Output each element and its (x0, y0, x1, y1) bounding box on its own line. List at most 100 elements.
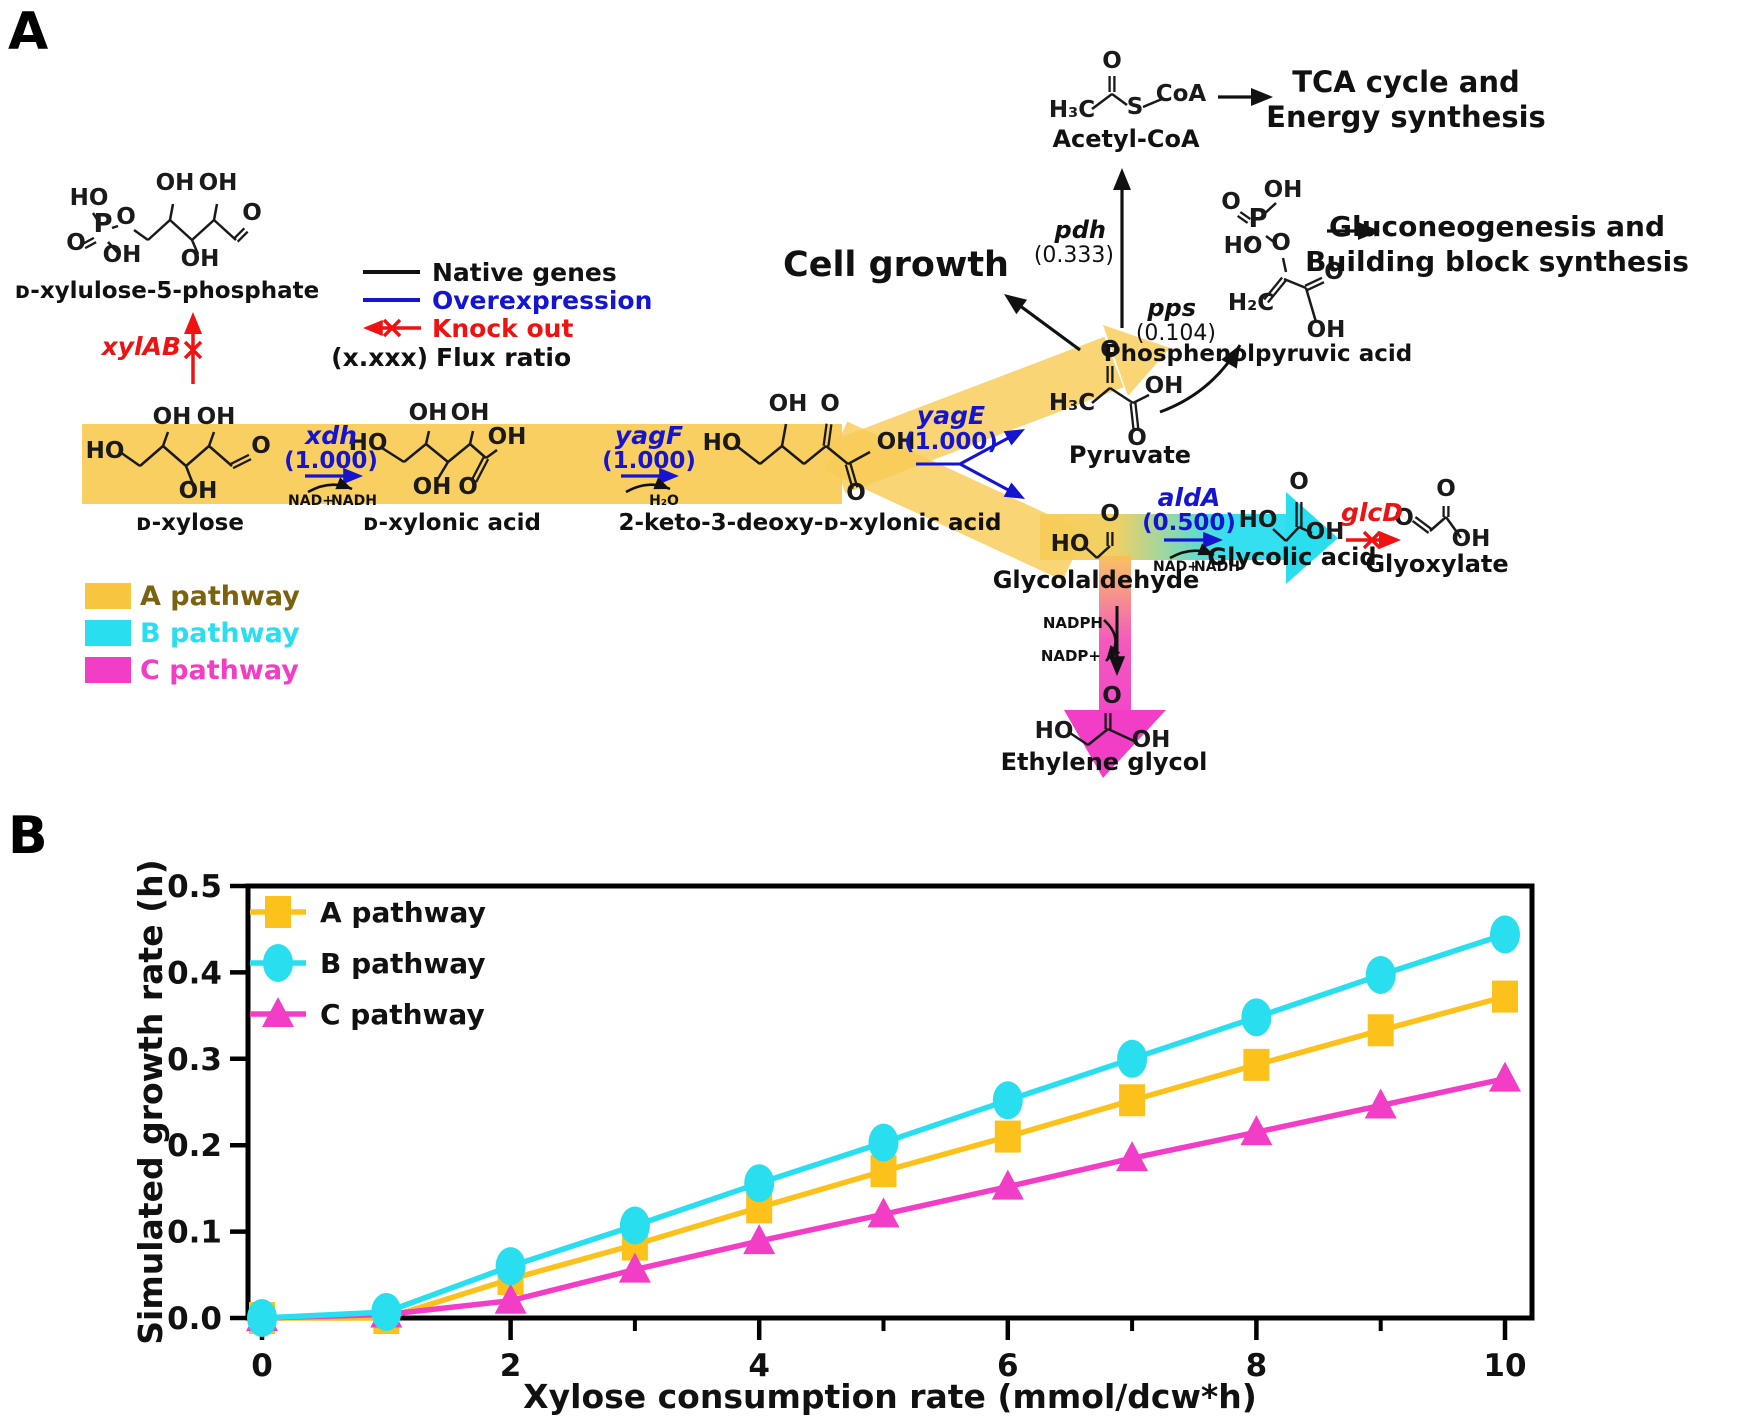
marker-triangle (1116, 1141, 1149, 1172)
chart-legend-item-a-pathway: A pathway (250, 896, 486, 929)
bond (1069, 731, 1089, 747)
legend-knockout-label: Knock out (432, 314, 573, 343)
bond (1265, 235, 1275, 243)
arrowhead (1251, 88, 1273, 106)
bond (849, 463, 859, 488)
knockout-x (1362, 530, 1382, 550)
bond (1281, 257, 1288, 273)
atom-label: OH (179, 478, 218, 504)
bond (1266, 279, 1287, 304)
nadph-reduction-arrow (1108, 606, 1126, 676)
atom-label: H₂C (1228, 290, 1274, 316)
bond (111, 224, 119, 230)
bond (233, 227, 246, 240)
b-pathway-swatch (85, 620, 131, 646)
shaft (1012, 299, 1081, 352)
flux-alda-label: (0.500) (1142, 510, 1236, 536)
alda-cofactor-arc (1169, 543, 1215, 560)
x-axis-title: Xylose consumption rate (mmol/dcw*h) (523, 1377, 1257, 1416)
atom-label: H₃C (1049, 97, 1095, 123)
marker-circle (1490, 915, 1520, 954)
marker-triangle (1489, 1061, 1521, 1092)
bond (803, 445, 827, 465)
atom-label: O (846, 480, 866, 506)
x-tick-label: 10 (1483, 1348, 1526, 1384)
bond (1429, 516, 1447, 532)
bond (82, 236, 95, 245)
x-tick-label: 4 (748, 1348, 770, 1384)
atom-label: HO (349, 430, 388, 456)
atom-label: OH (1306, 519, 1345, 545)
compound-label: Ethylene glycol (1001, 748, 1208, 776)
panel-a-label: A (8, 2, 49, 62)
bond (1091, 387, 1111, 404)
bond (1132, 393, 1150, 405)
arrowhead (1004, 294, 1028, 315)
bond (230, 453, 250, 465)
flux-pps-label: (0.104) (1136, 321, 1216, 346)
y-tick-label: 0.0 (167, 1301, 222, 1337)
arrowhead (1003, 429, 1025, 446)
bond (190, 239, 200, 255)
gene-yage-label: yagE (917, 401, 985, 430)
legend-overexpression-label: Overexpression (432, 286, 652, 315)
plot-frame (245, 883, 1535, 1321)
bond (1298, 525, 1313, 535)
gene-pps-label: pps (1146, 294, 1196, 322)
compound-label: Glycolic acid (1207, 543, 1376, 571)
atom-label: O (1289, 469, 1309, 495)
b-pathway-band (1040, 514, 1288, 560)
atom-label: OH (1132, 727, 1171, 753)
atom-label: O (116, 204, 136, 230)
bond (91, 212, 101, 223)
bond (236, 230, 249, 243)
bond (822, 423, 828, 446)
bond (1261, 202, 1277, 217)
gluconeogenesis-label-line2: Building block synthesis (1305, 245, 1689, 278)
atom-label: O (66, 230, 86, 256)
arrowhead (1108, 656, 1126, 676)
bond (844, 464, 854, 489)
bond (161, 431, 170, 447)
atom-label: OH (1307, 317, 1346, 343)
series-b-pathway (247, 915, 1520, 1337)
atom-label: HO (1051, 531, 1090, 557)
bond (1084, 546, 1098, 559)
bond (185, 445, 210, 467)
knockout-x (382, 318, 402, 338)
b-pathway-label: B pathway (140, 618, 300, 649)
legend-knockout-line (363, 318, 421, 338)
bond (1272, 528, 1287, 542)
atom-label: O (458, 474, 478, 500)
bond (207, 431, 216, 447)
arrowhead (1106, 645, 1121, 661)
legend-flux-prefix: (x.xxx) (331, 343, 428, 372)
compound-label: ᴅ-xylonic acid (363, 510, 541, 536)
atom-label: OH (488, 424, 527, 450)
gene-xylab-label: xylAB (100, 332, 181, 361)
tca-label-line2: Energy synthesis (1266, 100, 1546, 134)
bond (485, 448, 498, 460)
atom-label: O (1394, 505, 1414, 531)
atom-label: H₃C (1049, 390, 1095, 416)
y-tick-label: 0.5 (167, 869, 222, 905)
arrowhead (1003, 482, 1025, 499)
marker-circle (619, 1206, 650, 1245)
bond (425, 443, 449, 463)
pdh-arrow (1113, 168, 1131, 328)
atom-label: O (1436, 476, 1456, 502)
marker-square (1367, 1014, 1394, 1047)
gene-yagf-label: yagF (615, 421, 683, 450)
bond (1306, 281, 1325, 292)
legend-label: A pathway (320, 896, 486, 929)
atom-label: OH (409, 400, 448, 426)
marker-triangle (743, 1224, 776, 1255)
bond (403, 443, 427, 463)
atom-label: O (820, 391, 840, 417)
marker-square (265, 896, 291, 928)
compound-label: ᴅ-xylose (136, 510, 244, 536)
